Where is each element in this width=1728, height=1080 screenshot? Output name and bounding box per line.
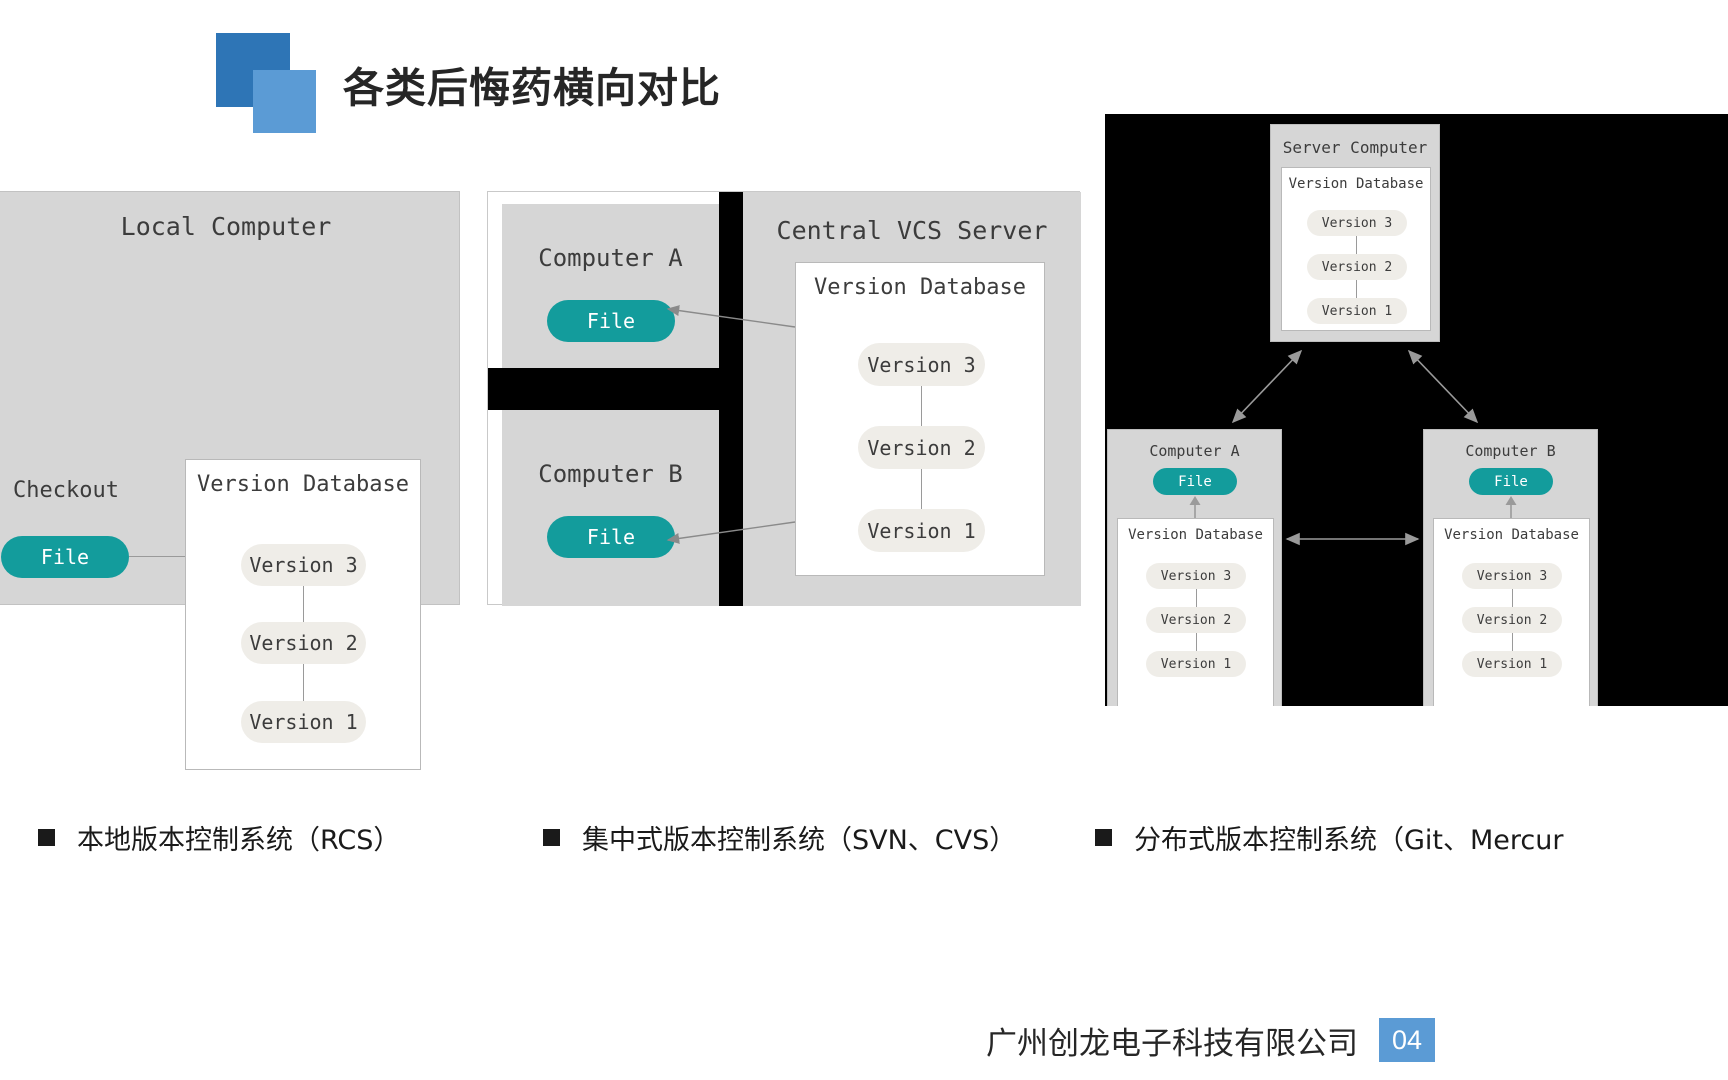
distributed-computer-b-vdb-label: Version Database [1444,527,1579,543]
distributed-computer-a-vdb-label: Version Database [1128,527,1263,543]
local-version-link-2 [303,664,304,701]
distributed-computer-a-checkout-arrow-icon [1189,496,1201,520]
distributed-computer-b-file-pill: File [1469,468,1553,495]
caption-local-label: 本地版本控制系统（RCS） [77,825,401,856]
distributed-computer-a-version-1: Version 1 [1146,651,1246,677]
distributed-computer-b-version-2: Version 2 [1462,607,1562,633]
central-version-1: Version 1 [858,509,985,552]
caption-distributed: 分布式版本控制系统（Git、Mercur [1095,818,1563,857]
page-title: 各类后悔药横向对比 [343,64,721,112]
central-version-3: Version 3 [858,343,985,386]
local-version-1: Version 1 [241,701,366,743]
bullet-square-icon [1095,829,1112,846]
caption-local: 本地版本控制系统（RCS） [38,818,400,857]
central-computer-b-title: Computer B [538,460,683,488]
distributed-server-version-3: Version 3 [1307,210,1407,236]
distributed-computer-b-version-1: Version 1 [1462,651,1562,677]
distributed-computer-b-version-3: Version 3 [1462,563,1562,589]
distributed-computer-b-link-2 [1512,633,1513,651]
distributed-server-version-1: Version 1 [1307,298,1407,324]
footer-company-name: 广州创龙电子科技有限公司 [986,1026,1358,1062]
central-version-2: Version 2 [858,426,985,469]
central-computer-b: Computer B File [502,410,719,606]
central-vdb-label: Version Database [814,275,1026,300]
central-vcs-server: Central VCS Server Version Database Vers… [743,192,1081,606]
distributed-computer-a-title: Computer A [1149,442,1240,460]
local-file-pill: File [1,536,129,578]
central-version-database: Version Database Version 3 Version 2 Ver… [795,262,1045,576]
panel-local-title: Local Computer [120,212,332,241]
caption-distributed-label: 分布式版本控制系统（Git、Mercur [1134,825,1564,856]
panel-distributed-vcs: Server Computer Version Database Version… [1105,114,1728,706]
bullet-square-icon [543,829,560,846]
distributed-server-vdb-label: Version Database [1288,176,1424,192]
distributed-computer-a-link-1 [1196,589,1197,607]
caption-central-label: 集中式版本控制系统（SVN、CVS） [582,825,1017,856]
local-version-database: Version Database Version 3 Version 2 Ver… [185,459,421,770]
distributed-computer-b-link-1 [1512,589,1513,607]
page-number-badge: 04 [1379,1018,1435,1062]
title-row: 各类后悔药横向对比 [0,0,1728,160]
distributed-server-link-2 [1356,280,1357,298]
local-version-3: Version 3 [241,544,366,586]
panel-central-vcs: Computer A File Computer B File Central … [487,191,1081,606]
local-version-link-1 [303,586,304,622]
distributed-computer-a-version-2: Version 2 [1146,607,1246,633]
distributed-computer-b-checkout-arrow-icon [1505,496,1517,520]
caption-central: 集中式版本控制系统（SVN、CVS） [543,818,1016,857]
bullet-square-icon [38,829,55,846]
central-computer-b-file-pill: File [547,516,675,558]
distributed-server-title: Server Computer [1282,138,1428,157]
distributed-computer-a-version-database: Version Database Version 3 Version 2 Ver… [1117,518,1274,706]
network-divider-horizontal [488,368,743,410]
caption-row: 本地版本控制系统（RCS） 集中式版本控制系统（SVN、CVS） 分布式版本控制… [0,812,1728,872]
distributed-computer-b: Computer B File Version Database Version… [1423,429,1598,706]
distributed-server-version-2: Version 2 [1307,254,1407,280]
distributed-server-link-1 [1356,236,1357,254]
local-vdb-label: Version Database [197,472,409,497]
footer: 广州创龙电子科技有限公司 04 [0,1012,1728,1080]
local-version-2: Version 2 [241,622,366,664]
central-computer-a-title: Computer A [538,244,683,272]
central-computer-a-file-pill: File [547,300,675,342]
central-server-title: Central VCS Server [776,216,1048,245]
distributed-server-computer: Server Computer Version Database Version… [1270,124,1440,342]
distributed-computer-b-version-database: Version Database Version 3 Version 2 Ver… [1433,518,1590,706]
distributed-computer-a-version-3: Version 3 [1146,563,1246,589]
distributed-computer-b-title: Computer B [1465,442,1556,460]
central-computer-a: Computer A File [502,204,719,368]
panel-local-vcs: Local Computer Checkout File Version Dat… [0,191,460,770]
distributed-server-version-database: Version Database Version 3 Version 2 Ver… [1281,167,1431,331]
distributed-computer-a-link-2 [1196,633,1197,651]
central-version-link-2 [921,469,922,509]
central-version-link-1 [921,386,922,426]
logo-mark [216,33,316,133]
distributed-computer-a-file-pill: File [1153,468,1237,495]
logo-square-front-icon [253,70,316,133]
checkout-label: Checkout [13,478,119,503]
distributed-computer-a: Computer A File Version Database Version… [1107,429,1282,706]
